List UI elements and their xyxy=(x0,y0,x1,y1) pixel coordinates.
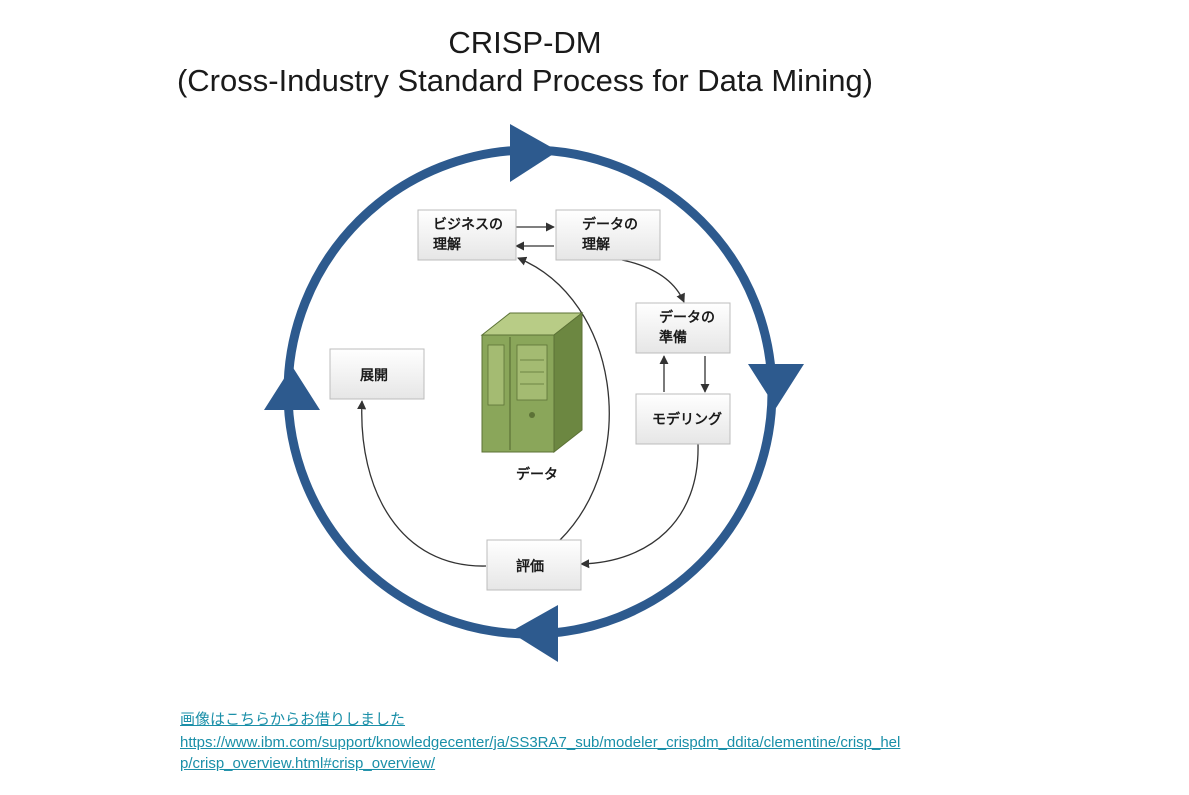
box-business-understanding-line2: 理解 xyxy=(433,236,461,253)
diagram-subtitle: (Cross-Industry Standard Process for Dat… xyxy=(176,63,874,98)
arrow-modeling-to-evaluation xyxy=(580,443,699,569)
box-evaluation-label: 評価 xyxy=(516,558,544,575)
box-data-preparation-line2: 準備 xyxy=(659,329,687,346)
cycle-arrow-bottom xyxy=(510,605,558,662)
box-modeling: モデリング xyxy=(635,393,731,445)
box-evaluation: 評価 xyxy=(486,539,582,591)
box-deployment: 展開 xyxy=(329,348,425,400)
arrow-evaluation-to-business xyxy=(517,256,610,541)
source-note-link[interactable]: 画像はこちらからお借りしました xyxy=(180,710,406,728)
box-modeling-label: モデリング xyxy=(652,411,722,428)
cycle-arrow-top xyxy=(510,124,558,182)
box-business-understanding: ビジネスの 理解 xyxy=(417,209,517,261)
cycle-arrow-left xyxy=(264,366,320,410)
server-icon xyxy=(480,311,584,454)
box-data-preparation-line1: データの xyxy=(659,309,715,326)
arrow-evaluation-to-deployment xyxy=(357,400,487,567)
cycle-arrow-right xyxy=(748,364,804,408)
data-center-label: データ xyxy=(516,466,558,483)
box-business-understanding-line1: ビジネスの xyxy=(433,217,503,233)
box-deployment-label: 展開 xyxy=(360,368,388,384)
diagram-title: CRISP-DM xyxy=(448,25,602,60)
box-data-preparation: データの 準備 xyxy=(635,302,731,354)
box-data-understanding-line1: データの xyxy=(582,216,638,233)
box-data-understanding-line2: 理解 xyxy=(582,236,610,253)
box-data-understanding: データの 理解 xyxy=(555,209,661,261)
source-url-link-line2[interactable]: p/crisp_overview.html#crisp_overview/ xyxy=(180,755,436,772)
source-url-link-line1[interactable]: https://www.ibm.com/support/knowledgecen… xyxy=(180,734,901,751)
arrow-understanding-to-preparation xyxy=(621,259,685,303)
